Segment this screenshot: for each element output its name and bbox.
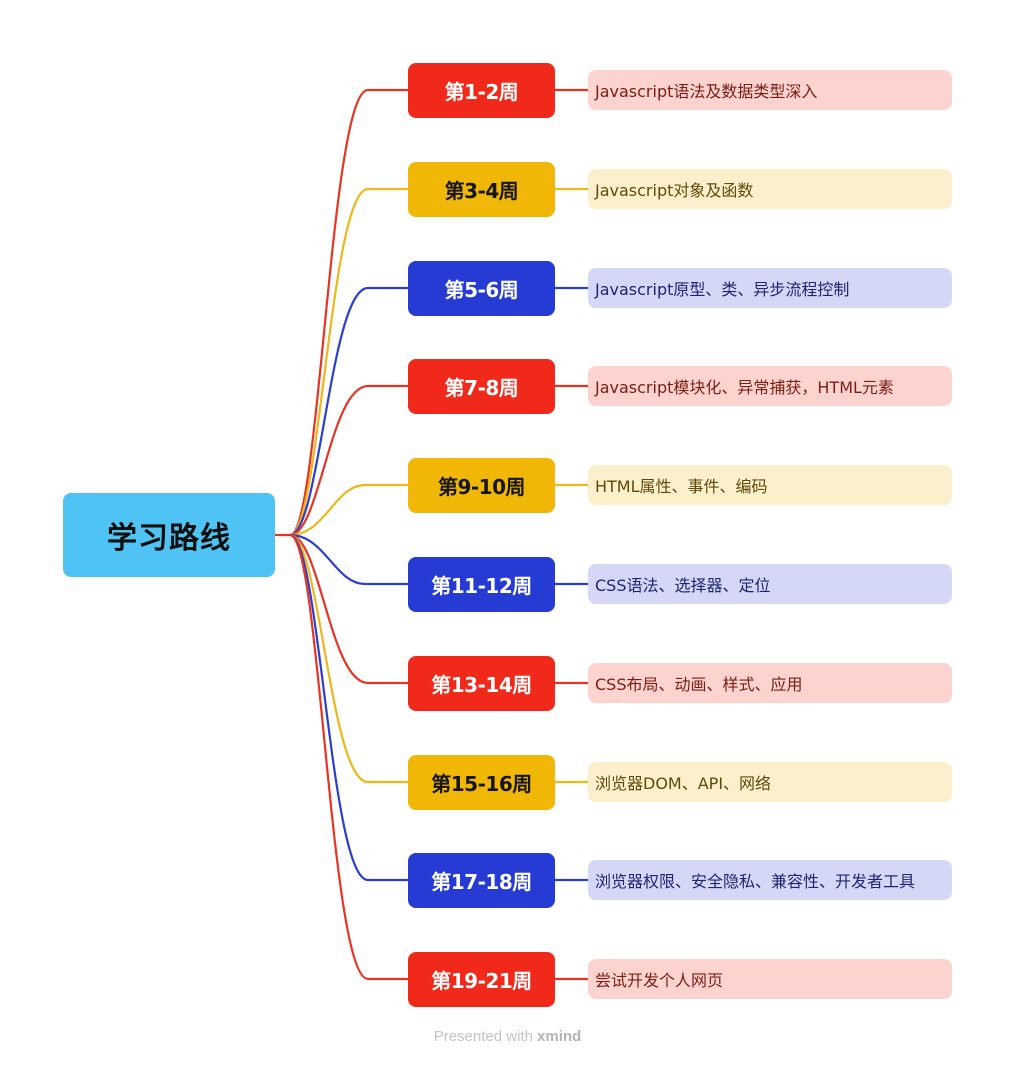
branch-connector-line <box>289 533 408 981</box>
week-node[interactable]: 第1-2周 <box>408 62 555 118</box>
topic-node[interactable]: Javascript模块化、异常捕获，HTML元素 <box>588 366 952 406</box>
week-node[interactable]: 第9-10周 <box>408 457 555 513</box>
topic-node[interactable]: 浏览器权限、安全隐私、兼容性、开发者工具 <box>588 860 952 900</box>
week-node[interactable]: 第11-12周 <box>408 556 555 612</box>
footer-prefix: Presented with <box>433 1028 538 1045</box>
topic-node[interactable]: Javascript语法及数据类型深入 <box>588 70 952 110</box>
week-node[interactable]: 第19-21周 <box>408 951 555 1007</box>
footer-brand: xmind <box>537 1028 582 1045</box>
footer-credit: Presented with xmind <box>0 1028 1015 1045</box>
topic-node[interactable]: Javascript原型、类、异步流程控制 <box>588 268 952 308</box>
branch-connector-line <box>289 483 408 537</box>
branch-connector-line <box>289 533 408 586</box>
topic-node[interactable]: CSS布局、动画、样式、应用 <box>588 663 952 703</box>
topic-node[interactable]: Javascript对象及函数 <box>588 169 952 209</box>
topic-node[interactable]: 浏览器DOM、API、网络 <box>588 762 952 802</box>
week-node[interactable]: 第7-8周 <box>408 358 555 414</box>
week-node[interactable]: 第15-16周 <box>408 754 555 810</box>
branch-connector-line <box>289 533 408 685</box>
branch-connector-line <box>289 286 408 537</box>
topic-node[interactable]: CSS语法、选择器、定位 <box>588 564 952 604</box>
topic-node[interactable]: 尝试开发个人网页 <box>588 959 952 999</box>
week-node[interactable]: 第13-14周 <box>408 655 555 711</box>
branch-connector-line <box>289 533 408 784</box>
branch-connector-line <box>289 88 408 537</box>
week-node[interactable]: 第5-6周 <box>408 260 555 316</box>
branch-connector-line <box>289 384 408 537</box>
branch-connector-line <box>289 187 408 537</box>
week-node[interactable]: 第3-4周 <box>408 161 555 217</box>
topic-node[interactable]: HTML属性、事件、编码 <box>588 465 952 505</box>
branch-connector-line <box>289 533 408 882</box>
root-node-learning-path[interactable]: 学习路线 <box>63 493 275 577</box>
week-node[interactable]: 第17-18周 <box>408 852 555 908</box>
